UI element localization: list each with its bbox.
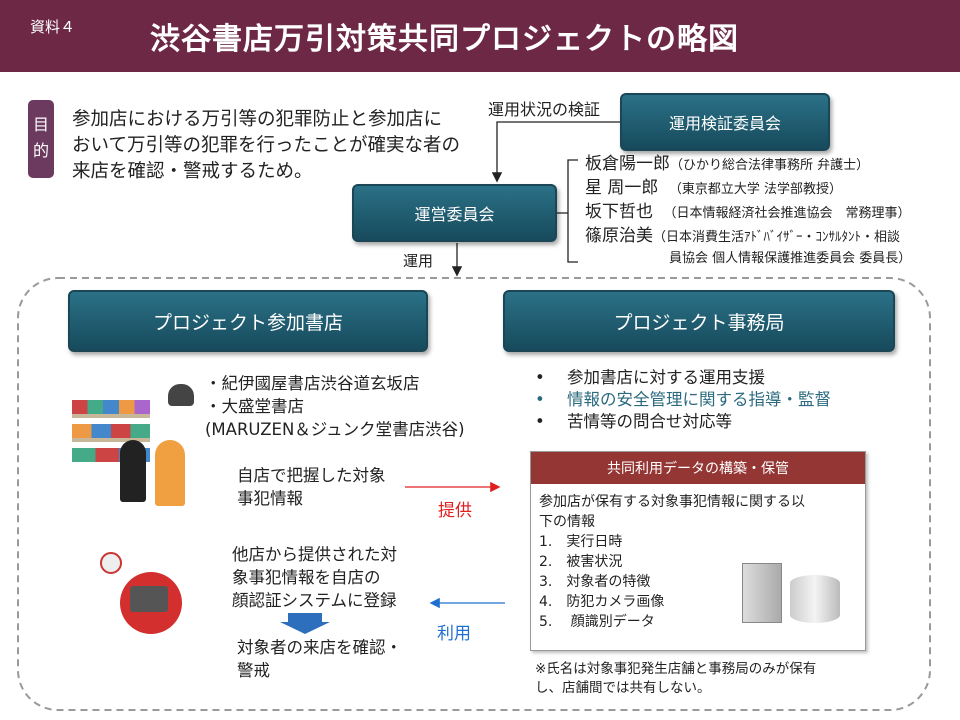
store-item: (MARUZEN＆ジュンク堂書店渋谷) xyxy=(205,420,465,439)
header-bar xyxy=(0,0,960,72)
operating-committee-box: 運営委員会 xyxy=(352,184,557,242)
data-item: 2. 被害状況 xyxy=(539,554,623,570)
member: 星 周一郎 （東京都立大学 法学部教授） xyxy=(585,178,843,198)
office-task: •情報の安全管理に関する指導・監督 xyxy=(535,390,831,409)
document-label: 資料４ xyxy=(30,18,76,36)
office-task-list: •参加書店に対する運用支援 •情報の安全管理に関する指導・監督 •苦情等の問合せ… xyxy=(535,367,831,433)
member: 坂下哲也 （日本情報経済社会推進協会 常務理事） xyxy=(585,202,911,222)
camera-alert-icon xyxy=(100,552,122,574)
verify-committee-box: 運用検証委員会 xyxy=(620,93,830,151)
data-item: 3. 対象者の特徴 xyxy=(539,574,651,590)
purpose-tag: 目的 xyxy=(28,100,54,178)
store-item: ・紀伊國屋書店渋谷道玄坂店 xyxy=(205,374,420,393)
member-list: 板倉陽一郎（ひかり総合法律事務所 弁護士） 星 周一郎 （東京都立大学 法学部教… xyxy=(585,153,911,267)
others-info-text: 他店から提供された対象事犯情報を自店の顔認証システムに登録 xyxy=(232,545,397,610)
database-icon xyxy=(790,575,840,623)
shared-data-header: 共同利用データの構築・保管 xyxy=(531,452,865,484)
project-office-box: プロジェクト事務局 xyxy=(503,290,895,352)
note-text: ※氏名は対象事犯発生店舗と事務局のみが保有し、店舗間では共有しない。 xyxy=(535,661,817,696)
purpose-line: おいて万引等の犯罪を行ったことが確実な者の xyxy=(72,135,460,156)
provide-label: 提供 xyxy=(438,501,472,521)
camera-icon xyxy=(168,384,194,406)
purpose-line: 参加店における万引等の犯罪防止と参加店に xyxy=(72,109,443,130)
purpose-line: 来店を確認・警戒するため。 xyxy=(72,161,313,182)
shoplifter-icon xyxy=(120,440,146,502)
confirm-text: 対象者の来店を確認・警戒 xyxy=(237,638,402,680)
store-list: ・紀伊國屋書店渋谷道玄坂店 ・大盛堂書店 (MARUZEN＆ジュンク堂書店渋谷) xyxy=(205,372,465,441)
member-affil-cont: 員協会 個人情報保護推進委員会 委員長） xyxy=(669,251,912,266)
participating-stores-box: プロジェクト参加書店 xyxy=(68,290,428,352)
own-info-text: 自店で把握した対象事犯情報 xyxy=(237,466,386,508)
verify-label: 運用状況の検証 xyxy=(488,100,601,119)
face-recognition-icon xyxy=(120,572,182,634)
member: 板倉陽一郎（ひかり総合法律事務所 弁護士） xyxy=(585,154,870,174)
purpose-text: 参加店における万引等の犯罪防止と参加店に おいて万引等の犯罪を行ったことが確実な… xyxy=(72,107,460,185)
operate-label: 運用 xyxy=(403,252,434,270)
data-item: 4. 防犯カメラ画像 xyxy=(539,594,665,610)
member: 篠原治美（日本消費生活ｱﾄﾞﾊﾞｲｻﾞｰ・ｺﾝｻﾙﾀﾝﾄ・相談 xyxy=(585,226,901,246)
use-label: 利用 xyxy=(437,624,471,644)
data-item: 1. 実行日時 xyxy=(539,534,623,550)
office-task: •苦情等の問合せ対応等 xyxy=(535,412,732,431)
page-title: 渋谷書店万引対策共同プロジェクトの略図 xyxy=(150,22,739,57)
data-item: 5. 顔識別データ xyxy=(539,614,655,630)
shared-data-box: 共同利用データの構築・保管 参加店が保有する対象事犯情報に関する以 下の情報 1… xyxy=(530,451,866,651)
staff-icon xyxy=(155,440,185,506)
store-item: ・大盛堂書店 xyxy=(205,397,304,416)
server-icon xyxy=(742,563,782,623)
office-task: •参加書店に対する運用支援 xyxy=(535,368,765,387)
